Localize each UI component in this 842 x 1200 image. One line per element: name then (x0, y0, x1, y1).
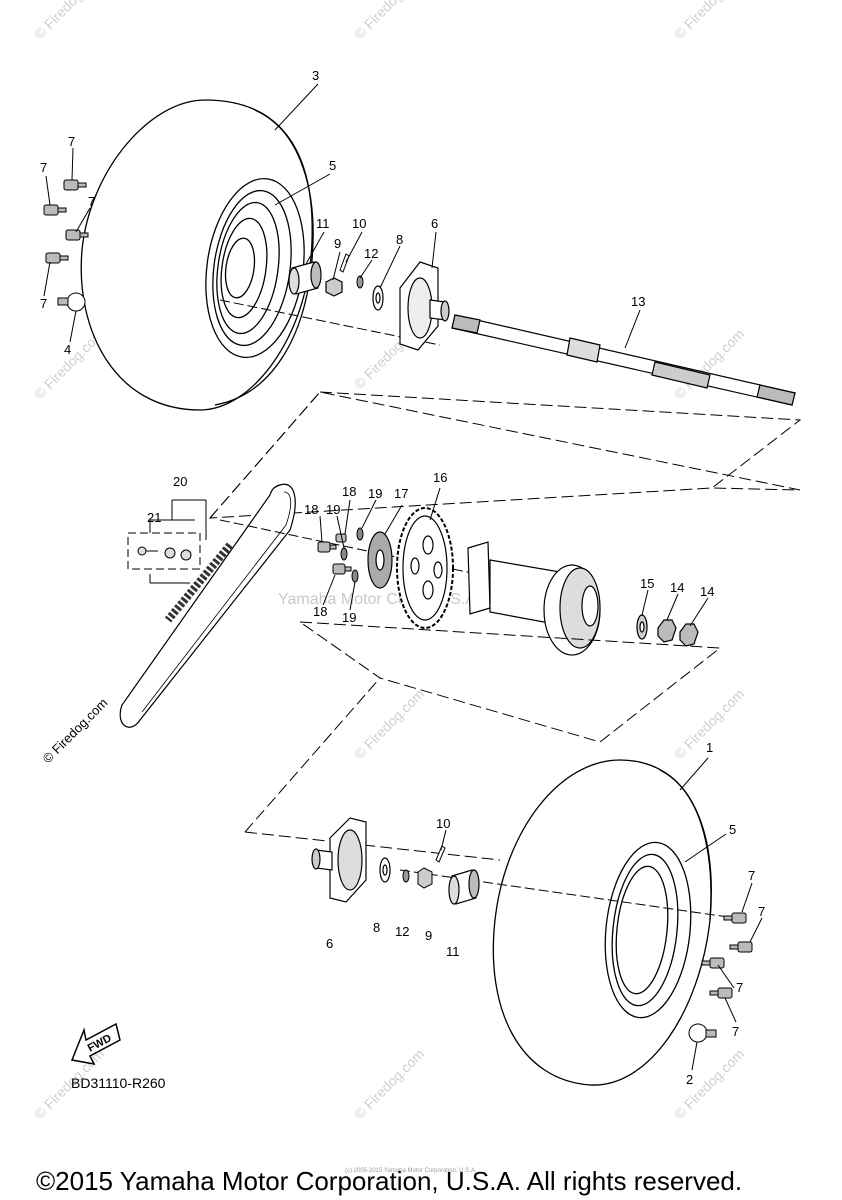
part-label-2: 2 (686, 1072, 693, 1087)
guide-line (244, 831, 501, 861)
bolts-top-left (43, 179, 89, 312)
chain-20 (119, 483, 296, 728)
washer-8-bottom (379, 857, 391, 883)
fwd-arrow-icon: FWD (70, 1022, 121, 1066)
part-label-15: 15 (640, 576, 654, 591)
part-label-17: 17 (394, 486, 408, 501)
group-outline-bottom (298, 621, 722, 743)
part-label-7: 7 (68, 134, 75, 149)
part-label-7: 7 (736, 980, 743, 995)
top-wheel (80, 99, 314, 411)
washer-12-top (356, 275, 364, 289)
guide-line (244, 677, 381, 833)
part-label-19: 19 (326, 502, 340, 517)
part-label-18: 18 (304, 502, 318, 517)
watermark: © Firedog.com (671, 0, 747, 42)
part-label-11: 11 (316, 216, 330, 231)
part-label-8: 8 (373, 920, 380, 935)
side-watermark: © Firedog.com (40, 695, 111, 766)
watermark: © Firedog.com (671, 1046, 747, 1122)
hub-6-bottom (311, 817, 367, 903)
bottom-wheel (492, 759, 712, 1086)
nuts-14 (657, 619, 699, 647)
part-label-7: 7 (748, 868, 755, 883)
part-label-11: 11 (446, 944, 460, 959)
watermark: © Firedog.com (31, 0, 107, 42)
nut-9-top (325, 277, 343, 297)
sprocket-bolts-18 (317, 533, 352, 575)
sprocket-16 (396, 507, 454, 629)
part-label-19: 19 (342, 610, 356, 625)
part-label-8: 8 (396, 232, 403, 247)
part-label-10: 10 (436, 816, 450, 831)
part-label-18: 18 (313, 604, 327, 619)
part-label-16: 16 (433, 470, 447, 485)
part-label-14: 14 (700, 584, 714, 599)
part-label-21: 21 (147, 510, 161, 525)
washer-8-top (372, 285, 384, 311)
axle-13 (451, 314, 796, 406)
part-label-7: 7 (40, 296, 47, 311)
tiny-notice: (c) 2005-2015 Yamaha Motor Corporation, … (345, 1168, 477, 1174)
part-label-19: 19 (368, 486, 382, 501)
part-label-14: 14 (670, 580, 684, 595)
cotter-pin-10-bottom (435, 845, 446, 863)
part-label-10: 10 (352, 216, 366, 231)
leader-lines (43, 83, 763, 1071)
chain-joint-21 (127, 499, 207, 584)
group-outline-top (208, 391, 801, 519)
bolts-bottom-right (688, 912, 753, 1043)
washer-12-bottom (402, 869, 410, 883)
part-label-7: 7 (40, 160, 47, 175)
part-label-3: 3 (312, 68, 319, 83)
part-label-1: 1 (706, 740, 713, 755)
spacer-11-top (288, 261, 322, 295)
part-label-6: 6 (431, 216, 438, 231)
part-label-12: 12 (395, 924, 409, 939)
part-label-9: 9 (334, 236, 341, 251)
nut-9-bottom (417, 867, 433, 889)
part-label-5: 5 (729, 822, 736, 837)
watermark: © Firedog.com (351, 686, 427, 762)
hub-6-top (399, 261, 450, 351)
sprocket-washers-19 (340, 527, 364, 583)
watermark: © Firedog.com (351, 1046, 427, 1122)
drive-hub (467, 541, 601, 656)
part-label-12: 12 (364, 246, 378, 261)
part-labels: 3 5 11 10 9 12 8 6 13 7 7 7 7 4 20 21 16… (40, 68, 765, 1087)
part-label-7: 7 (88, 194, 95, 209)
part-label-6: 6 (326, 936, 333, 951)
cotter-pin-10-top (339, 253, 350, 273)
sprocket-hub-17 (367, 531, 393, 589)
part-label-20: 20 (173, 474, 187, 489)
part-label-4: 4 (64, 342, 71, 357)
part-label-5: 5 (329, 158, 336, 173)
part-label-7: 7 (732, 1024, 739, 1039)
part-label-7: 7 (758, 904, 765, 919)
part-label-18: 18 (342, 484, 356, 499)
watermark: © Firedog.com (351, 0, 427, 42)
washer-15 (636, 614, 648, 640)
spacer-11-bottom (448, 869, 480, 905)
copyright-notice: ©2015 Yamaha Motor Corporation, U.S.A. A… (36, 1166, 742, 1196)
part-label-9: 9 (425, 928, 432, 943)
part-label-13: 13 (631, 294, 645, 309)
diagram-code: BD31110-R260 (71, 1075, 166, 1091)
